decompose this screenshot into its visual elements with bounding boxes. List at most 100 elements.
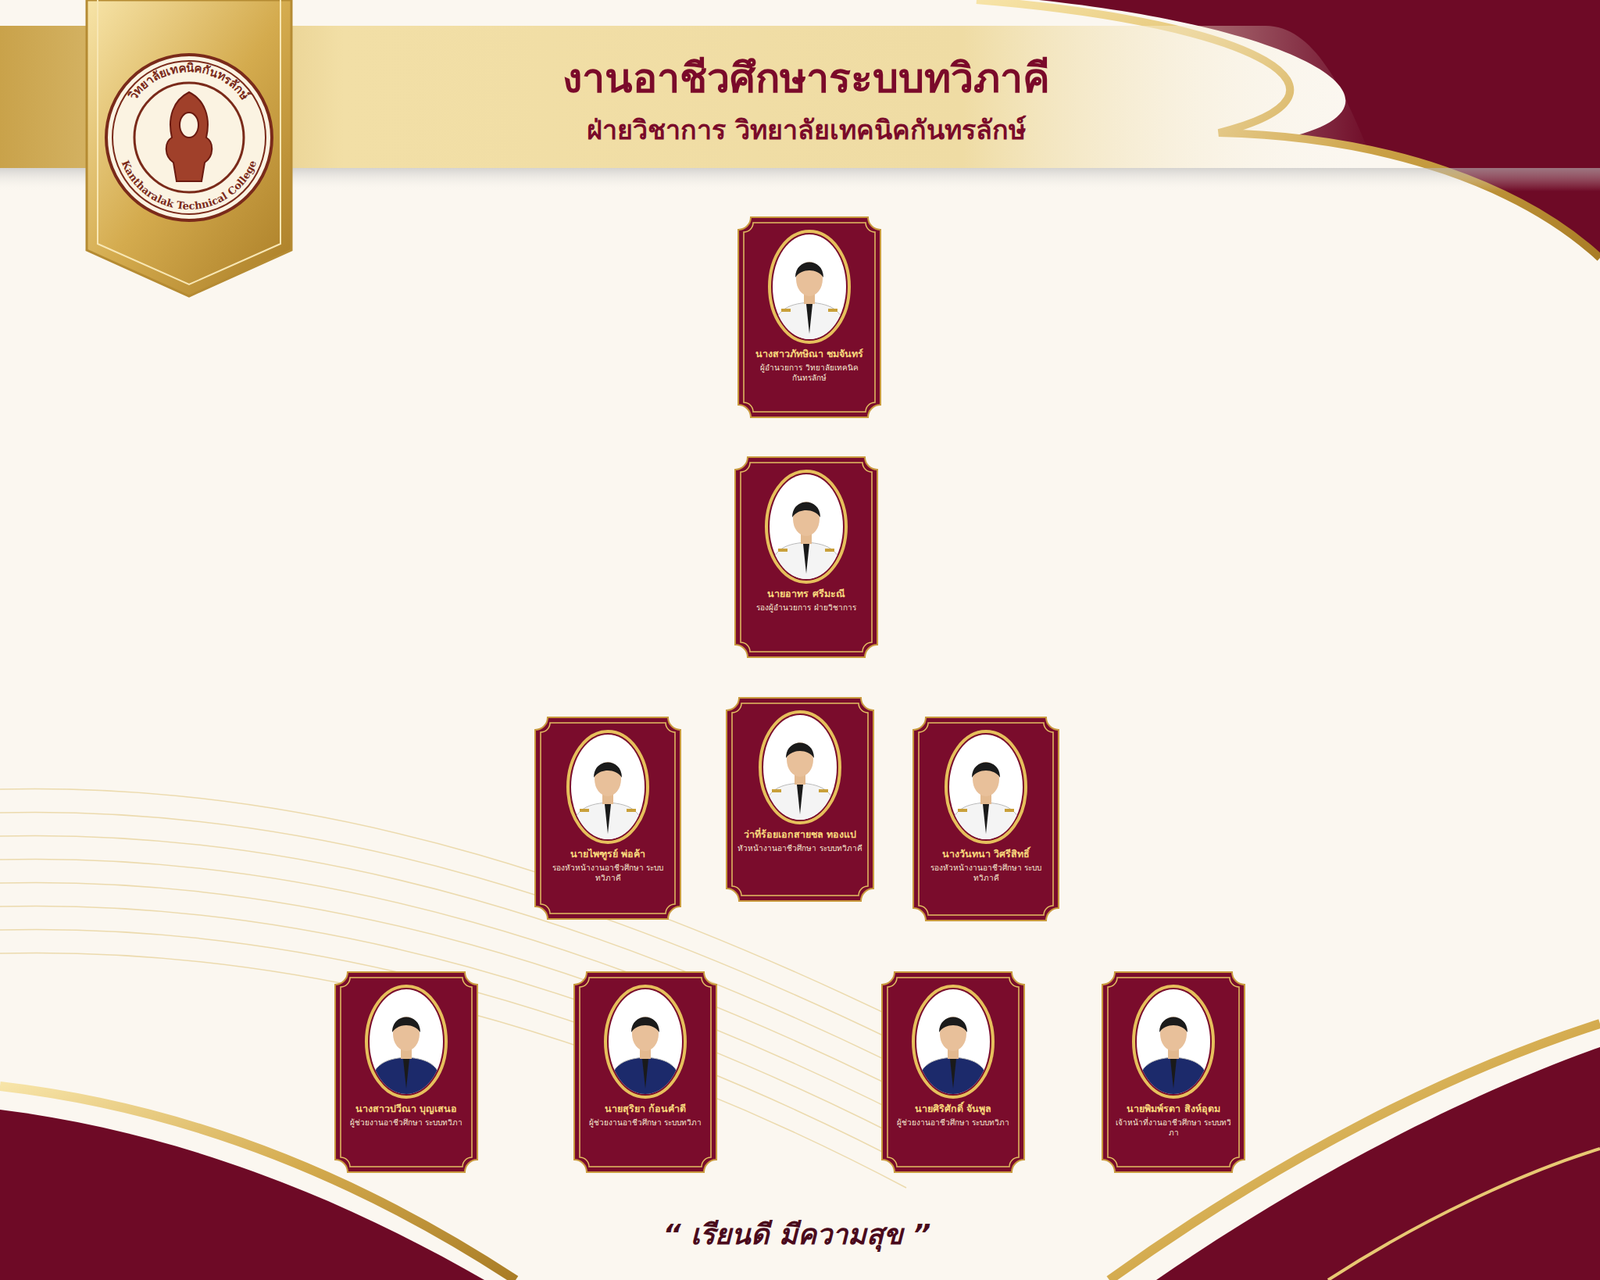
portrait-tie <box>950 1058 957 1089</box>
portrait-tie <box>796 784 804 815</box>
card-outline <box>574 971 717 1172</box>
portrait-body <box>946 802 1025 842</box>
epaulette <box>781 308 791 312</box>
person-name: นายศิริศักดิ์ จันพูล <box>892 1102 1015 1116</box>
card-frame <box>725 696 875 902</box>
person-card: นายสุริยา ก้อนคำดีผู้ช่วยงานอาชีวศึกษา ร… <box>573 971 718 1173</box>
portrait <box>606 989 685 1097</box>
card-outline <box>913 717 1059 921</box>
person-name: นางวันทนา วิศรีสิทธิ์ <box>923 847 1049 861</box>
card-frame <box>734 456 879 658</box>
logo-ring-path: Kantharalak Technical College <box>119 158 260 212</box>
epaulette <box>579 808 590 812</box>
portrait-face <box>786 742 814 777</box>
person-card: นางสาวปวีณา บุญเสนอผู้ช่วยงานอาชีวศึกษา … <box>334 971 479 1173</box>
person-role: รองผู้อำนวยการ ฝ่ายวิชาการ <box>745 602 868 614</box>
portrait-body <box>767 542 846 582</box>
portrait <box>767 474 846 582</box>
person-role: รองหัวหน้างานอาชีวศึกษา ระบบทวิภาคี <box>923 862 1049 884</box>
card-frame <box>573 971 718 1173</box>
person-role: รองหัวหน้างานอาชีวศึกษา ระบบทวิภาคี <box>545 862 671 884</box>
person-card: นางวันทนา วิศรีสิทธิ์รองหัวหน้างานอาชีวศ… <box>912 716 1060 922</box>
epaulette <box>778 548 788 552</box>
portrait-ring <box>766 471 847 583</box>
epaulette <box>626 808 636 812</box>
poster-subtitle: ฝ่ายวิชาการ วิทยาลัยเทคนิคกันทรลักษ์ <box>337 115 1275 145</box>
person-card: นายศิริศักดิ์ จันพูลผู้ช่วยงานอาชีวศึกษา… <box>881 971 1025 1173</box>
card-outline <box>535 717 681 919</box>
card-frame <box>881 971 1025 1173</box>
epaulette <box>818 789 829 793</box>
portrait-tie <box>403 1058 410 1089</box>
card-outline <box>726 697 874 901</box>
portrait <box>1134 989 1213 1097</box>
card-outline <box>738 217 881 418</box>
person-name: นางสาวปวีณา บุญเสนอ <box>345 1102 468 1116</box>
portrait-ring <box>605 985 686 1097</box>
card-outline <box>735 457 878 658</box>
portrait-hair <box>785 742 815 759</box>
portrait-hair <box>971 762 1000 779</box>
logo-ring-path: วิทยาลัยเทคนิคกันทรลักษ์ <box>125 60 253 104</box>
person-name: นายไพฑูรย์ พ่อค้า <box>545 847 671 861</box>
portrait-ring <box>567 731 648 843</box>
card-inner-border <box>1107 977 1240 1167</box>
person-name: นายสุริยา ก้อนคำดี <box>584 1102 707 1116</box>
portrait-face <box>1160 1016 1187 1051</box>
person-card: นายอาทร ศรีมะณีรองผู้อำนวยการ ฝ่ายวิชากา… <box>734 456 879 658</box>
card-inner-border <box>918 722 1054 915</box>
card-inner-border <box>540 722 675 914</box>
portrait-body <box>914 1057 993 1097</box>
epaulette <box>828 308 838 312</box>
person-card: นายพิมพ์รดา สิงห์อุดมเจ้าหน้าที่งานอาชีว… <box>1101 971 1246 1173</box>
card-text: นางสาวภัทษิณา ชมจันทร์ผู้อำนวยการ วิทยาล… <box>748 347 871 384</box>
card-outline <box>882 971 1025 1172</box>
card-frame <box>334 971 479 1173</box>
person-name: นายพิมพ์รดา สิงห์อุดม <box>1112 1102 1235 1116</box>
person-role: ผู้ช่วยงานอาชีวศึกษา ระบบทวิภา <box>584 1117 707 1129</box>
card-frame <box>737 216 882 418</box>
portrait-body <box>568 802 647 842</box>
portrait-ring <box>913 985 993 1097</box>
card-text: นายศิริศักดิ์ จันพูลผู้ช่วยงานอาชีวศึกษา… <box>892 1102 1015 1128</box>
logo-ring-text: Kantharalak Technical College <box>119 158 260 212</box>
portrait-tie <box>642 1058 649 1089</box>
portrait-hair <box>392 1017 421 1033</box>
card-inner-border <box>743 222 875 412</box>
person-name: นายอาทร ศรีมะณี <box>745 587 868 601</box>
card-inner-border <box>579 977 711 1167</box>
person-role: ผู้ช่วยงานอาชีวศึกษา ระบบทวิภา <box>345 1117 468 1129</box>
epaulette <box>957 808 968 812</box>
person-card: นางสาวภัทษิณา ชมจันทร์ผู้อำนวยการ วิทยาล… <box>737 216 882 418</box>
card-frame <box>912 716 1060 922</box>
portrait <box>914 989 993 1097</box>
epaulette <box>1004 808 1015 812</box>
portrait <box>760 714 840 822</box>
person-role: ผู้อำนวยการ วิทยาลัยเทคนิคกันทรลักษ์ <box>748 362 871 384</box>
portrait-ring <box>946 731 1026 843</box>
portrait-body <box>770 302 849 342</box>
portrait-body <box>760 782 840 822</box>
portrait-hair <box>795 262 824 279</box>
card-inner-border <box>732 703 868 896</box>
portrait-tie <box>803 543 810 574</box>
portrait-hair <box>792 502 821 518</box>
portrait <box>770 234 849 342</box>
card-outline <box>335 971 478 1172</box>
card-text: นางวันทนา วิศรีสิทธิ์รองหัวหน้างานอาชีวศ… <box>923 847 1049 884</box>
poster-title: งานอาชีวศึกษาระบบทวิภาคี <box>337 56 1275 101</box>
portrait-face <box>594 761 622 797</box>
card-text: นายอาทร ศรีมะณีรองผู้อำนวยการ ฝ่ายวิชากา… <box>745 587 868 613</box>
person-card: นายไพฑูรย์ พ่อค้ารองหัวหน้างานอาชีวศึกษา… <box>534 716 682 920</box>
portrait <box>367 989 446 1097</box>
portrait-hair <box>1159 1017 1188 1033</box>
portrait <box>568 734 647 842</box>
portrait-body <box>1134 1057 1213 1097</box>
portrait-body <box>606 1057 685 1097</box>
card-frame <box>1101 971 1246 1173</box>
portrait-ring <box>769 231 850 343</box>
portrait-tie <box>1170 1058 1177 1089</box>
card-text: นายไพฑูรย์ พ่อค้ารองหัวหน้างานอาชีวศึกษา… <box>545 847 671 884</box>
person-name: นางสาวภัทษิณา ชมจันทร์ <box>748 347 871 361</box>
